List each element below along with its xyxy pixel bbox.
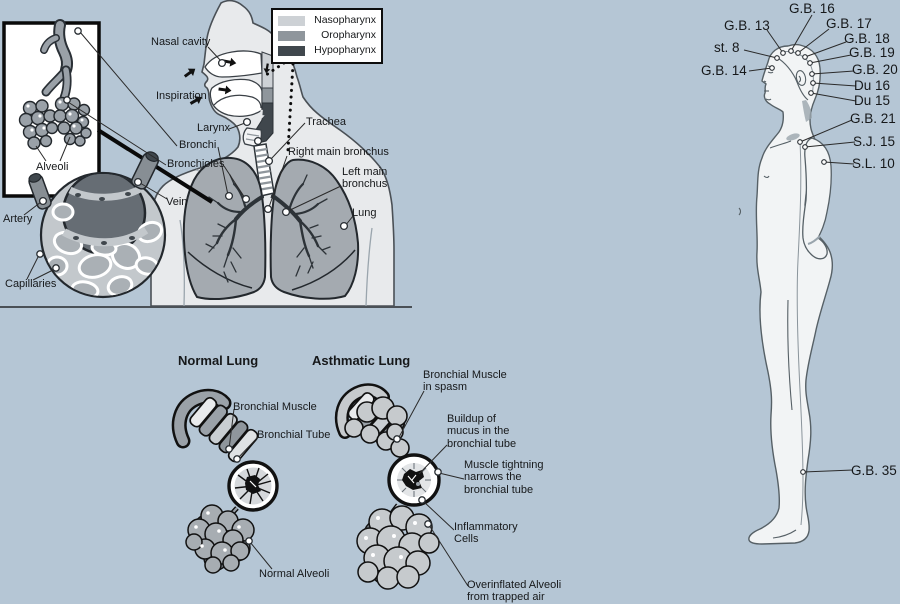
lungs xyxy=(182,156,360,301)
hypopharynx-swatch xyxy=(278,45,305,56)
alveolus-capillary-ball xyxy=(28,151,167,299)
normal-lung-drawing xyxy=(171,388,279,574)
airway-cross-section xyxy=(204,50,292,210)
arm xyxy=(802,137,832,260)
face-details xyxy=(738,56,809,539)
legend-row: Hypopharynx xyxy=(278,43,376,58)
alveoli-cluster-right xyxy=(53,96,92,147)
overinflated-alveoli-cluster xyxy=(356,505,440,590)
oropharynx-swatch xyxy=(278,30,305,41)
alveoli-highlights xyxy=(26,100,84,132)
bronchial-tree xyxy=(205,174,331,283)
point-markers xyxy=(36,27,827,545)
nasopharynx-swatch xyxy=(278,15,305,26)
legend-callout-dotted-lines xyxy=(261,61,295,152)
normal-bronchial-tube xyxy=(189,396,259,463)
legend-label: Nasopharynx xyxy=(314,14,376,27)
normal-alveoli-cluster xyxy=(185,504,255,574)
legend-row: Nasopharynx xyxy=(278,13,376,28)
vein-vessel xyxy=(131,151,159,190)
leader-lines xyxy=(23,14,857,587)
capillary-windows xyxy=(73,192,135,245)
asthmatic-lung-drawing xyxy=(334,383,441,590)
acupoint-figure xyxy=(738,43,833,545)
oropharynx-region xyxy=(261,87,274,104)
tongue-line xyxy=(213,94,262,109)
pharynx-legend: Nasopharynx Oropharynx Hypopharynx xyxy=(271,8,383,64)
legend-label: Hypopharynx xyxy=(314,44,376,57)
torso-figure xyxy=(150,0,395,307)
legend-row: Oropharynx xyxy=(278,28,376,43)
alveoli-inset-box xyxy=(2,19,101,198)
legend-label: Oropharynx xyxy=(321,29,376,42)
alveoli-cluster-left xyxy=(18,99,59,150)
